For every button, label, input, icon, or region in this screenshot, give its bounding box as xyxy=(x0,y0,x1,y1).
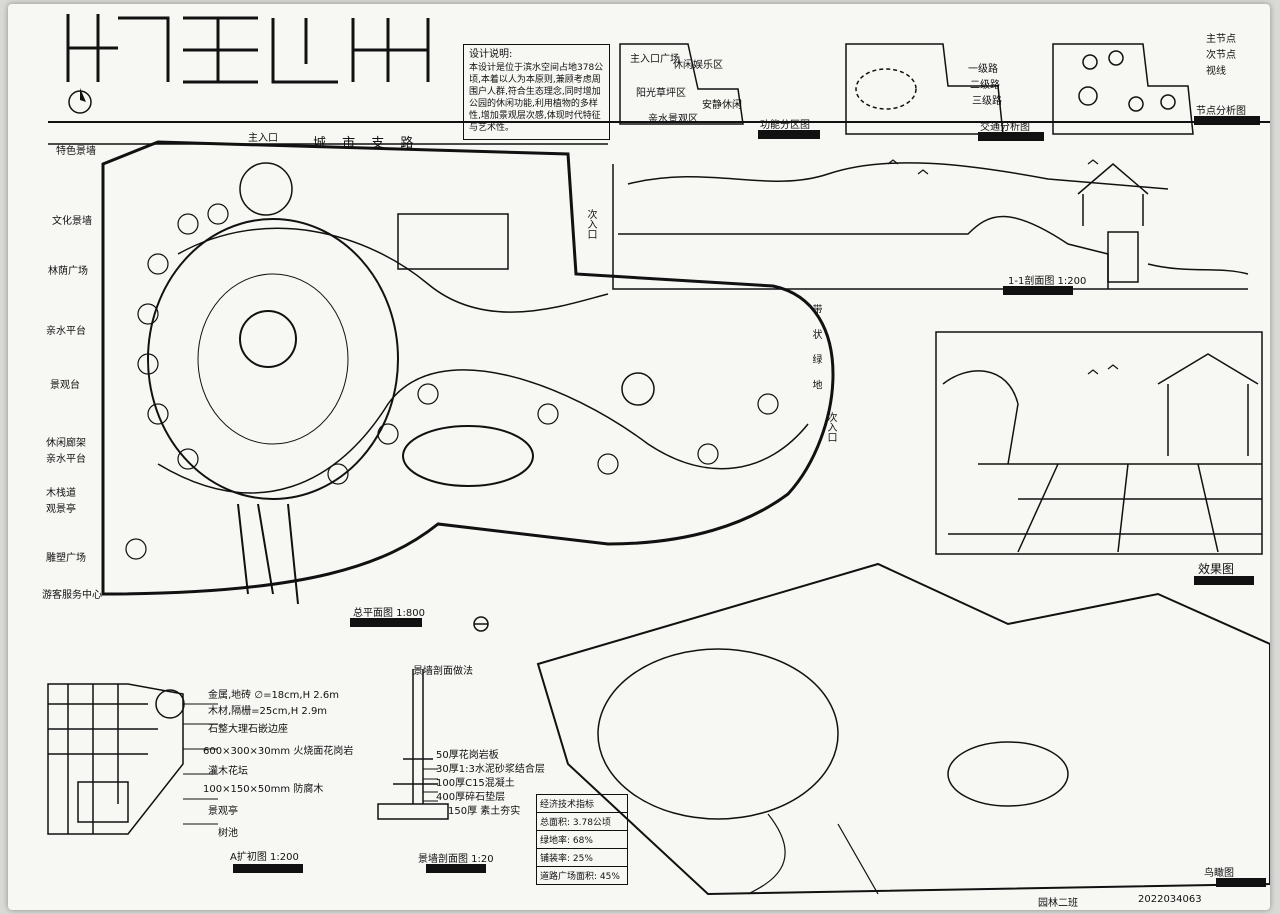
green-belt-label: 带 状 绿 地 xyxy=(810,304,821,396)
a-note: 景观亭 xyxy=(208,806,238,817)
road-label: 城 市 支 路 xyxy=(313,136,420,151)
tech-table-title: 经济技术指标 xyxy=(537,795,627,813)
wall-section xyxy=(377,669,449,820)
zone-label: 阳光草坪区 xyxy=(636,88,686,99)
left-label: 休闲廊架 xyxy=(46,438,86,449)
footer-id: 2022034063 xyxy=(1138,894,1202,905)
traffic-label: 三级路 xyxy=(972,96,1002,107)
zone-label: 安静休闲 xyxy=(702,100,742,111)
north-arrow-icon xyxy=(68,88,92,114)
bird-sketch-icon xyxy=(887,159,1119,375)
left-label: 雕塑广场 xyxy=(46,553,86,564)
wall-layer: 30厚1:3水泥砂浆结合层 xyxy=(436,764,545,775)
wall-section-title: 景墙剖面图 1:20 xyxy=(418,854,494,865)
traffic-label: 一级路 xyxy=(968,64,998,75)
traffic-title: 交通分析图 xyxy=(980,122,1030,133)
a-note: 石整大理石嵌边座 xyxy=(208,724,288,735)
tech-table: 经济技术指标 总面积: 3.78公顷 绿地率: 68% 铺装率: 25% 道路广… xyxy=(536,794,628,885)
left-label: 亲水平台 xyxy=(46,454,86,465)
legend-main: 主节点 xyxy=(1206,34,1236,45)
a-note: 100×150×50mm 防腐木 xyxy=(203,784,324,795)
tech-table-row: 总面积: 3.78公顷 xyxy=(537,813,627,831)
tech-table-row: 铺装率: 25% xyxy=(537,849,627,867)
title-underline xyxy=(1194,576,1254,585)
left-label: 木栈道 xyxy=(46,488,76,499)
title-underline xyxy=(233,864,303,873)
a-plan-title: A扩初图 1:200 xyxy=(230,852,299,863)
footer-class: 园林二班 xyxy=(1038,898,1078,909)
wall-layer: 100厚C15混凝土 xyxy=(436,778,515,789)
tech-table-row: 绿地率: 68% xyxy=(537,831,627,849)
wall-layer: 150厚 素土夯实 xyxy=(448,806,521,817)
effect-drawing xyxy=(935,331,1263,555)
main-entrance-label: 主入口 xyxy=(248,133,278,144)
design-note: 设计说明: 本设计是位于滨水空间占地378公顷,本着以人为本原则,兼顾考虑周围户… xyxy=(463,44,610,140)
a-note: 600×300×30mm 火烧面花岗岩 xyxy=(203,746,354,757)
node-title: 节点分析图 xyxy=(1196,106,1246,117)
design-note-body: 本设计是位于滨水空间占地378公顷,本着以人为本原则,兼顾考虑周围户人群,符合生… xyxy=(469,62,604,134)
left-label: 亲水平台 xyxy=(46,326,86,337)
section-title: 1-1剖面图 1:200 xyxy=(1008,276,1087,287)
left-label: 景观台 xyxy=(50,380,80,391)
title-underline xyxy=(1003,286,1073,295)
plan-title: 总平面图 1:800 xyxy=(353,608,425,619)
a-note: 灌木花坛 xyxy=(208,766,248,777)
title-underline xyxy=(350,618,422,627)
birdseye-title: 鸟瞰图 xyxy=(1204,868,1234,879)
title-underline xyxy=(1194,116,1260,125)
detail-plan-a xyxy=(47,683,218,835)
node-legend: 主节点 次节点 视线 xyxy=(1206,32,1236,80)
left-label: 特色景墙 xyxy=(56,146,96,157)
drawing-sheet: { "design_note": { "heading": "设计说明:", "… xyxy=(8,4,1270,910)
left-label: 文化景墙 xyxy=(52,216,92,227)
design-note-heading: 设计说明: xyxy=(469,49,513,60)
left-label: 观景亭 xyxy=(46,504,76,515)
side-entrance-label: 次入口 xyxy=(585,209,596,239)
section-marker-icon xyxy=(473,616,489,632)
tech-table-row: 道路广场面积: 45% xyxy=(540,872,620,882)
analysis-diagrams xyxy=(619,43,1194,135)
effect-title: 效果图 xyxy=(1198,562,1235,576)
wall-section-heading: 景墙剖面做法 xyxy=(413,666,473,677)
traffic-label: 二级路 xyxy=(970,80,1000,91)
wall-layer: 50厚花岗岩板 xyxy=(436,750,499,761)
birdseye-drawing xyxy=(536,562,1270,896)
side-entrance-label-2: 次入口 xyxy=(825,412,836,442)
left-label: 林荫广场 xyxy=(48,266,88,277)
zone-label: 主入口广场 xyxy=(630,54,680,65)
zone-label: 休闲娱乐区 xyxy=(673,60,723,71)
wall-layer: 400厚碎石垫层 xyxy=(436,792,506,803)
title-underline xyxy=(758,130,820,139)
zone-label: 亲水景观区 xyxy=(648,114,698,125)
drawing-canvas xyxy=(47,14,1270,896)
legend-sec: 次节点 xyxy=(1206,50,1236,61)
title-lettering xyxy=(66,14,430,84)
a-note: 树池 xyxy=(218,828,238,839)
legend-view: 视线 xyxy=(1206,66,1226,77)
title-underline xyxy=(426,864,486,873)
title-underline xyxy=(978,132,1044,141)
master-plan xyxy=(101,140,835,605)
func-zone-title: 功能分区图 xyxy=(760,120,810,131)
left-label: 游客服务中心 xyxy=(42,590,102,601)
a-note: 木材,隔栅=25cm,H 2.9m xyxy=(208,706,328,717)
a-note: 金属,地砖 ∅=18cm,H 2.6m xyxy=(208,690,339,701)
title-underline xyxy=(1216,878,1266,887)
section-drawing xyxy=(612,162,1249,290)
